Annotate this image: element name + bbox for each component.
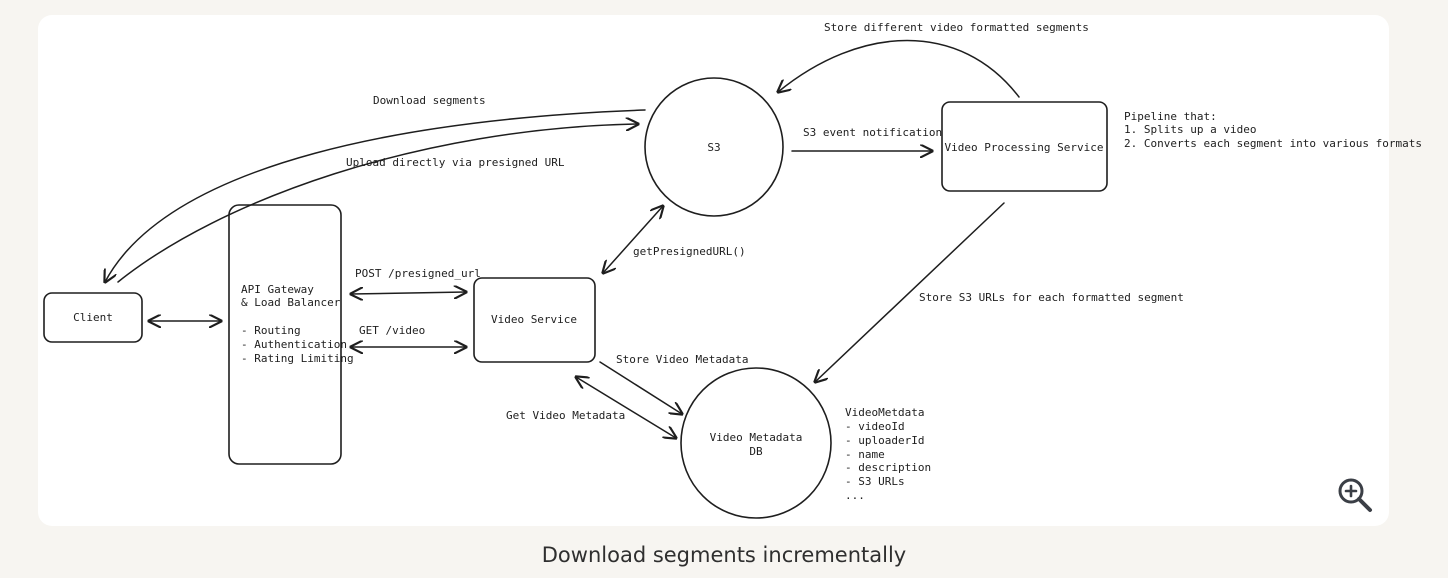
gateway-item-authentication: - Authentication [241, 338, 347, 351]
schema-note-line: - uploaderId [845, 434, 924, 447]
label-s3-event: S3 event notification [803, 126, 942, 139]
label-store-video-metadata: Store Video Metadata [616, 353, 748, 366]
video-service-node: Video Service [473, 277, 596, 363]
edge-client-to-s3-upload [117, 124, 638, 283]
metadata-db-label-line1: Video Metadata [710, 431, 803, 444]
zoom-in-button[interactable] [1334, 474, 1376, 516]
metadata-db-label-line2: DB [749, 445, 763, 458]
gateway-item-rate-limiting: - Rating Limiting [241, 352, 354, 365]
edge-processing-to-metadata-db [815, 202, 1005, 382]
schema-note-line: VideoMetdata [845, 406, 924, 419]
edge-video-service-to-db-store [599, 361, 682, 414]
gateway-title-line2: & Load Balancer [241, 296, 341, 309]
pipeline-note-line: 2. Converts each segment into various fo… [1124, 137, 1422, 150]
client-node: Client [43, 292, 143, 343]
video-processing-node: Video Processing Service [941, 101, 1108, 192]
video-service-label: Video Service [491, 313, 577, 326]
s3-label: S3 [707, 141, 720, 154]
edge-video-service-s3 [603, 206, 663, 273]
zoom-in-icon [1338, 478, 1372, 512]
label-post-presigned: POST /presigned_url [355, 267, 481, 280]
pipeline-note-line: Pipeline that: [1124, 110, 1217, 123]
label-get-video-metadata: Get Video Metadata [506, 409, 625, 422]
schema-note-line: ... [845, 489, 865, 502]
label-get-presigned-url: getPresignedURL() [633, 245, 746, 258]
figure-caption: Download segments incrementally [541, 543, 907, 567]
edge-s3-to-client-download [105, 109, 646, 282]
label-store-formatted-segments: Store different video formatted segments [824, 21, 1089, 34]
edge-gateway-video-service-post [351, 292, 466, 294]
label-upload-presigned: Upload directly via presigned URL [346, 156, 565, 169]
schema-note-line: - videoId [845, 420, 905, 433]
pipeline-note: Pipeline that: 1. Splits up a video 2. C… [1124, 110, 1422, 150]
s3-node: S3 [644, 77, 784, 217]
diagram-card [38, 15, 1389, 526]
client-label: Client [73, 311, 113, 324]
edge-processing-to-s3 [778, 39, 1020, 98]
schema-note-line: - name [845, 448, 885, 461]
gateway-title-line1: API Gateway [241, 283, 314, 296]
schema-note-line: - S3 URLs [845, 475, 905, 488]
pipeline-note-line: 1. Splits up a video [1124, 123, 1256, 136]
edge-video-service-db-get [576, 377, 676, 438]
metadata-db-node: Video Metadata DB [680, 367, 832, 519]
label-download-segments: Download segments [373, 94, 486, 107]
gateway-item-routing: - Routing [241, 324, 301, 337]
schema-note: VideoMetdata - videoId - uploaderId - na… [845, 406, 931, 502]
video-processing-label: Video Processing Service [945, 141, 1104, 154]
api-gateway-node: API Gateway & Load Balancer - Routing - … [228, 204, 354, 465]
schema-note-line: - description [845, 461, 931, 474]
label-store-s3-urls: Store S3 URLs for each formatted segment [919, 291, 1184, 304]
label-get-video: GET /video [359, 324, 425, 337]
